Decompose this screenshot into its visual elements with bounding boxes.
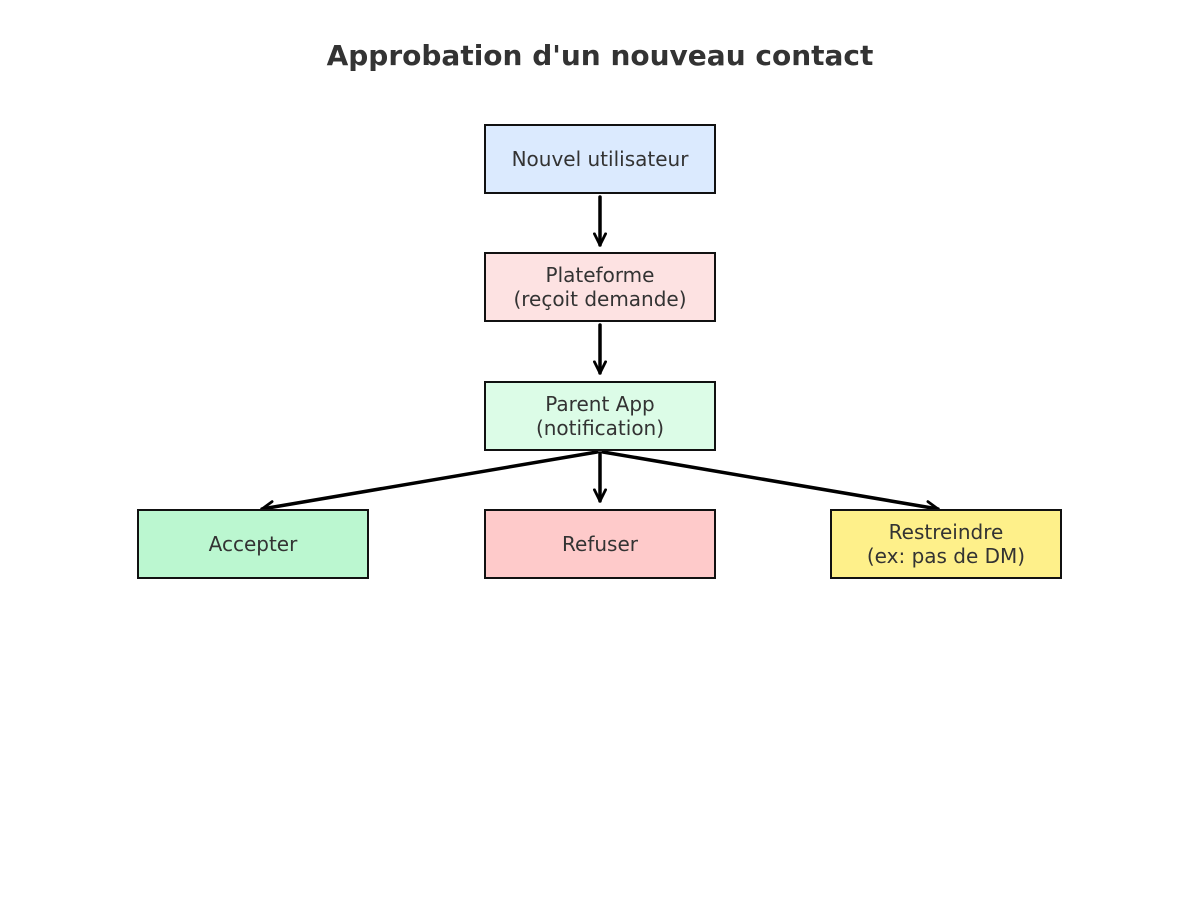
node-sublabel: (notification): [535, 416, 665, 440]
edge-parent-to-accept: [260, 450, 599, 515]
node-sublabel: (reçoit demande): [513, 287, 687, 311]
node-restrict: Restreindre (ex: pas de DM): [830, 509, 1062, 579]
edge-parent-to-restrict: [601, 450, 940, 515]
node-sublabel: (ex: pas de DM): [866, 544, 1026, 568]
node-label: Refuser: [562, 532, 638, 556]
diagram-title: Approbation d'un nouveau contact: [326, 39, 874, 72]
node-new-user: Nouvel utilisateur: [484, 124, 716, 194]
node-parent-app: Parent App (notification): [484, 381, 716, 451]
node-platform: Plateforme (reçoit demande): [484, 252, 716, 322]
node-refuse: Refuser: [484, 509, 716, 579]
node-label: Nouvel utilisateur: [511, 147, 689, 171]
node-label: Restreindre: [888, 520, 1004, 544]
node-accept: Accepter: [137, 509, 369, 579]
node-label: Accepter: [208, 532, 298, 556]
node-label: Parent App: [545, 392, 655, 416]
node-label: Plateforme: [545, 263, 655, 287]
